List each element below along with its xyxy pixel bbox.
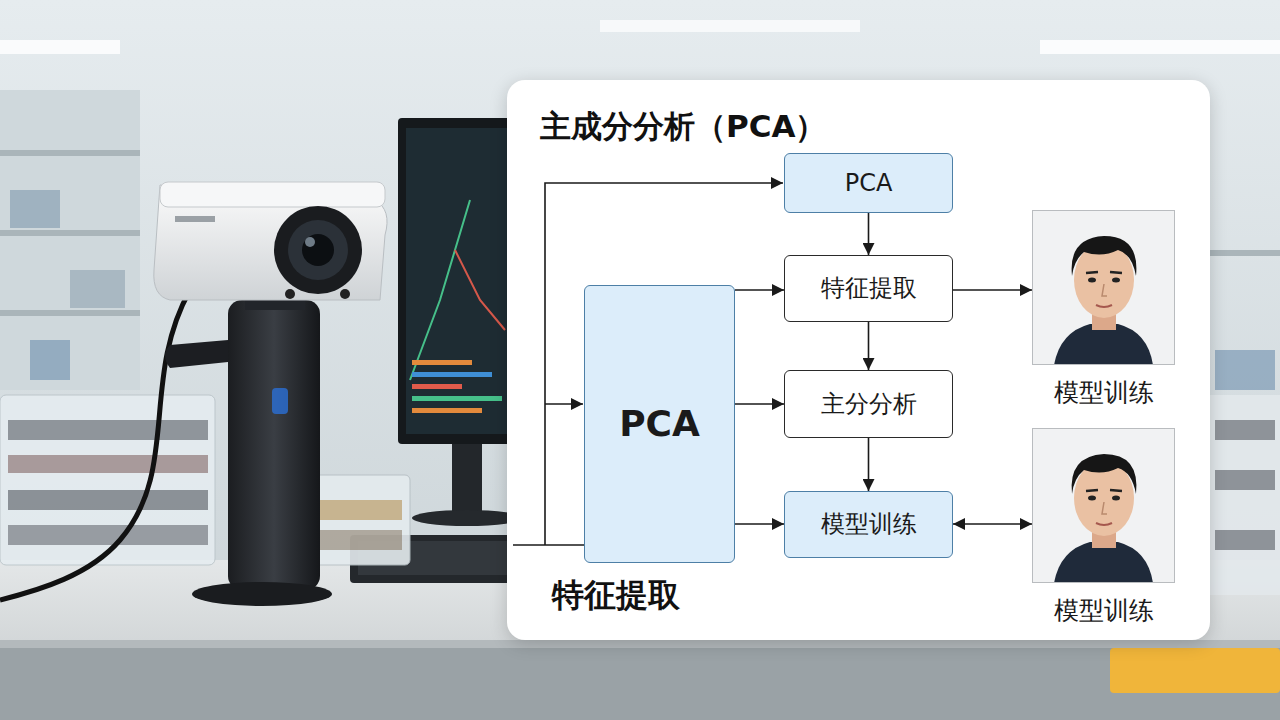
flow-arrow xyxy=(953,289,1032,291)
node-label: 模型训练 xyxy=(821,510,917,539)
diagram-title: 主成分分析（PCA） xyxy=(540,106,826,148)
image-caption: 模型训练 xyxy=(1013,376,1194,409)
face-image: 模型训练 xyxy=(1032,210,1175,365)
node-label: 特征提取 xyxy=(821,274,917,303)
flow-arrow xyxy=(868,322,870,370)
process-box: 模型训练 xyxy=(784,491,953,558)
process-box: PCA xyxy=(784,153,953,213)
flow-arrow xyxy=(868,438,870,491)
flow-arrow xyxy=(868,213,870,255)
node-label: PCA xyxy=(619,402,700,445)
process-box: PCA xyxy=(584,285,735,563)
image-caption: 模型训练 xyxy=(1013,594,1194,627)
flow-arrow xyxy=(735,523,784,525)
process-box: 特征提取 xyxy=(784,255,953,322)
flow-arrow xyxy=(953,523,1032,525)
flow-arrow xyxy=(735,403,784,405)
node-label: 主分分析 xyxy=(821,390,917,419)
face-image: 模型训练 xyxy=(1032,428,1175,583)
node-label: PCA xyxy=(845,169,893,198)
process-box: 主分分析 xyxy=(784,370,953,438)
flow-arrow xyxy=(735,289,784,291)
section-label: 特征提取 xyxy=(552,574,680,618)
